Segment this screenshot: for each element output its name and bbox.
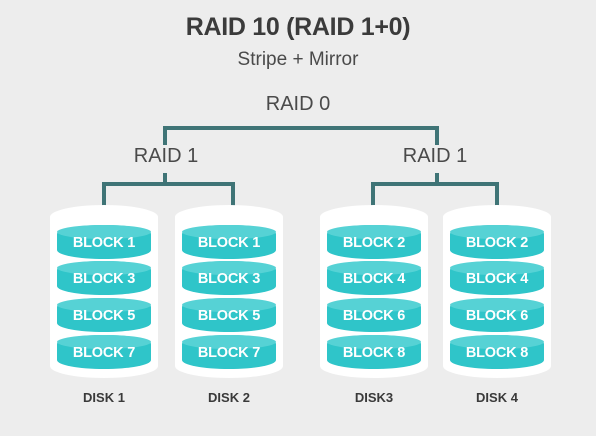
raid0-label: RAID 0	[265, 93, 331, 115]
block-item: BLOCK 6	[327, 298, 421, 332]
raid1-right-connector	[371, 182, 499, 224]
disk-3: BLOCK 2 BLOCK 4 BLOCK 6 BLOCK 8 DISK3	[320, 205, 428, 415]
block-item: BLOCK 3	[57, 261, 151, 295]
block-item: BLOCK 4	[450, 261, 544, 295]
block-item: BLOCK 6	[450, 298, 544, 332]
disk-label: DISK 4	[476, 390, 518, 405]
disk-label: DISK 2	[208, 390, 250, 405]
block-item: BLOCK 2	[450, 225, 544, 259]
block-item: BLOCK 1	[182, 225, 276, 259]
diagram-subtitle: Stripe + Mirror	[237, 49, 359, 70]
disk-4: BLOCK 2 BLOCK 4 BLOCK 6 BLOCK 8 DISK 4	[443, 205, 551, 415]
raid1-left-connector	[102, 182, 235, 224]
block-item: BLOCK 4	[327, 261, 421, 295]
disk-2: BLOCK 1 BLOCK 3 BLOCK 5 BLOCK 7 DISK 2	[175, 205, 283, 415]
block-item: BLOCK 1	[57, 225, 151, 259]
block-item: BLOCK 7	[57, 335, 151, 369]
raid1-left-label: RAID 1	[133, 145, 199, 167]
block-item: BLOCK 8	[327, 335, 421, 369]
block-item: BLOCK 2	[327, 225, 421, 259]
block-item: BLOCK 7	[182, 335, 276, 369]
raid0-connector	[163, 126, 439, 145]
disk-label: DISK 1	[83, 390, 125, 405]
disk-label: DISK3	[354, 390, 394, 405]
disk-1: BLOCK 1 BLOCK 3 BLOCK 5 BLOCK 7 DISK 1	[50, 205, 158, 415]
block-item: BLOCK 5	[182, 298, 276, 332]
block-item: BLOCK 8	[450, 335, 544, 369]
block-item: BLOCK 5	[57, 298, 151, 332]
diagram-title: RAID 10 (RAID 1+0)	[185, 13, 411, 41]
block-item: BLOCK 3	[182, 261, 276, 295]
raid1-right-label: RAID 1	[402, 145, 468, 167]
